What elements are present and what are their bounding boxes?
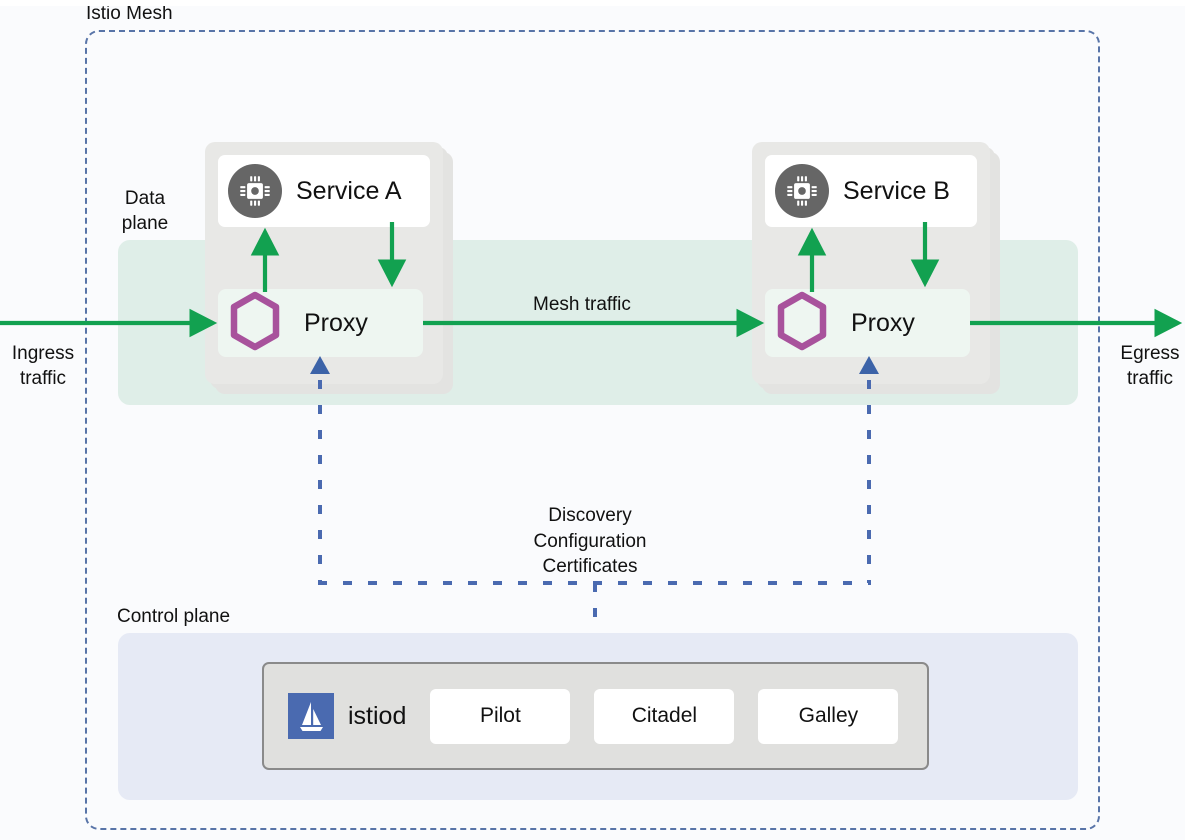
egress-traffic-label: Egress traffic [1120,343,1180,390]
service-box-b[interactable]: Service B [765,155,977,227]
proxy-box-b[interactable]: Proxy [765,289,970,357]
control-plane-label: Control plane [117,606,231,627]
proxy-label: Proxy [851,308,915,337]
top-edge-strip [0,0,1198,6]
hexagon-icon [775,291,829,356]
component-galley[interactable]: Galley [758,688,899,744]
data-plane-label: Data plane [121,188,169,235]
pod-service-b: Service B Proxy [752,142,1000,394]
service-label: Service B [843,176,950,205]
istiod-container: istiod Pilot Citadel Galley [262,662,929,770]
istio-sailboat-logo [288,693,334,739]
component-label: Galley [798,704,859,727]
component-label: Pilot [479,704,521,727]
istiod-label: istiod [348,701,407,730]
hexagon-icon [228,291,282,356]
component-label: Citadel [631,704,698,727]
proxy-box-a[interactable]: Proxy [218,289,423,357]
cpu-chip-icon [775,164,829,218]
mesh-traffic-label: Mesh traffic [533,294,631,315]
discovery-configuration-certificates-label: Discovery Configuration Certificates [533,505,647,578]
proxy-label: Proxy [304,308,368,337]
cpu-chip-icon [228,164,282,218]
component-pilot[interactable]: Pilot [430,688,571,744]
right-edge-strip [1185,0,1198,840]
pod-service-a: Service A Proxy [205,142,453,394]
component-citadel[interactable]: Citadel [594,688,735,744]
istio-mesh-label: Istio Mesh [86,3,173,24]
istio-mesh-boundary [85,30,1100,830]
service-label: Service A [296,176,402,205]
ingress-traffic-label: Ingress traffic [11,343,75,390]
service-box-a[interactable]: Service A [218,155,430,227]
